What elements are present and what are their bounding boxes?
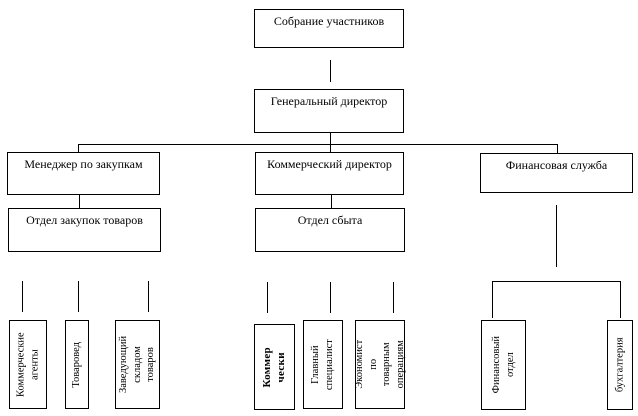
connector-leaf-merchandiser [78,281,79,312]
node-merchandiser-label: Товаровед [71,341,83,388]
connector-leaf-chief-specialist [330,282,331,313]
node-purchasing-manager: Менеджер по закупкам [7,152,160,195]
node-financial-department: Финансовый отдел [481,320,526,410]
node-commodity-economist: Экономист по товарным операциям [353,320,406,409]
node-sales-department: Отдел сбыта [255,208,405,252]
connector-director-to-sales [331,195,332,208]
node-general-director: Генеральный директор [254,89,404,133]
connector-leaf-commercial-bold [267,282,268,313]
connector-root-to-general-director [330,60,331,82]
node-commercial-agents: Коммерческие агенты [9,320,47,409]
node-warehouse-manager: Заведующий складом товаров [115,320,160,409]
connector-manager-to-procurement [79,195,80,208]
node-warehouse-manager-label: Заведующий складом товаров [118,335,157,394]
node-accounting: бухгалтерия [607,320,633,410]
connector-financial-service-stub [556,205,557,267]
connector-leaf-commodity-economist [393,282,394,313]
connector-drop-purchasing-manager [78,145,79,153]
connector-drop-financial-department [492,282,493,318]
node-commercial-agents-label: Коммерческие агенты [15,332,40,397]
node-participants-meeting: Собрание участников [254,9,404,48]
node-commercial-bold: Коммер чески [254,324,295,410]
connector-level3-rail [78,144,558,145]
node-financial-service: Финансовая служба [480,153,633,193]
connector-leaf-warehouse-manager [148,281,149,312]
connector-financial-bracket [492,281,621,282]
node-commodity-economist-label: Экономист по товарным операциям [353,340,406,389]
connector-leaf-commercial-agents [22,281,23,312]
node-accounting-label: бухгалтерия [614,337,626,393]
node-chief-specialist: Главный специалист [303,320,343,409]
node-chief-specialist-label: Главный специалист [310,338,336,391]
connector-general-director-stub [330,133,331,152]
node-commercial-bold-label: Коммер чески [261,346,288,388]
node-merchandiser: Товаровед [65,320,89,409]
node-procurement-department: Отдел закупок товаров [8,208,161,252]
connector-drop-financial-service [557,145,558,154]
node-financial-department-label: Финансовый отдел [490,336,516,394]
node-commercial-director: Коммерческий директор [255,152,404,195]
connector-drop-accounting [620,282,621,318]
